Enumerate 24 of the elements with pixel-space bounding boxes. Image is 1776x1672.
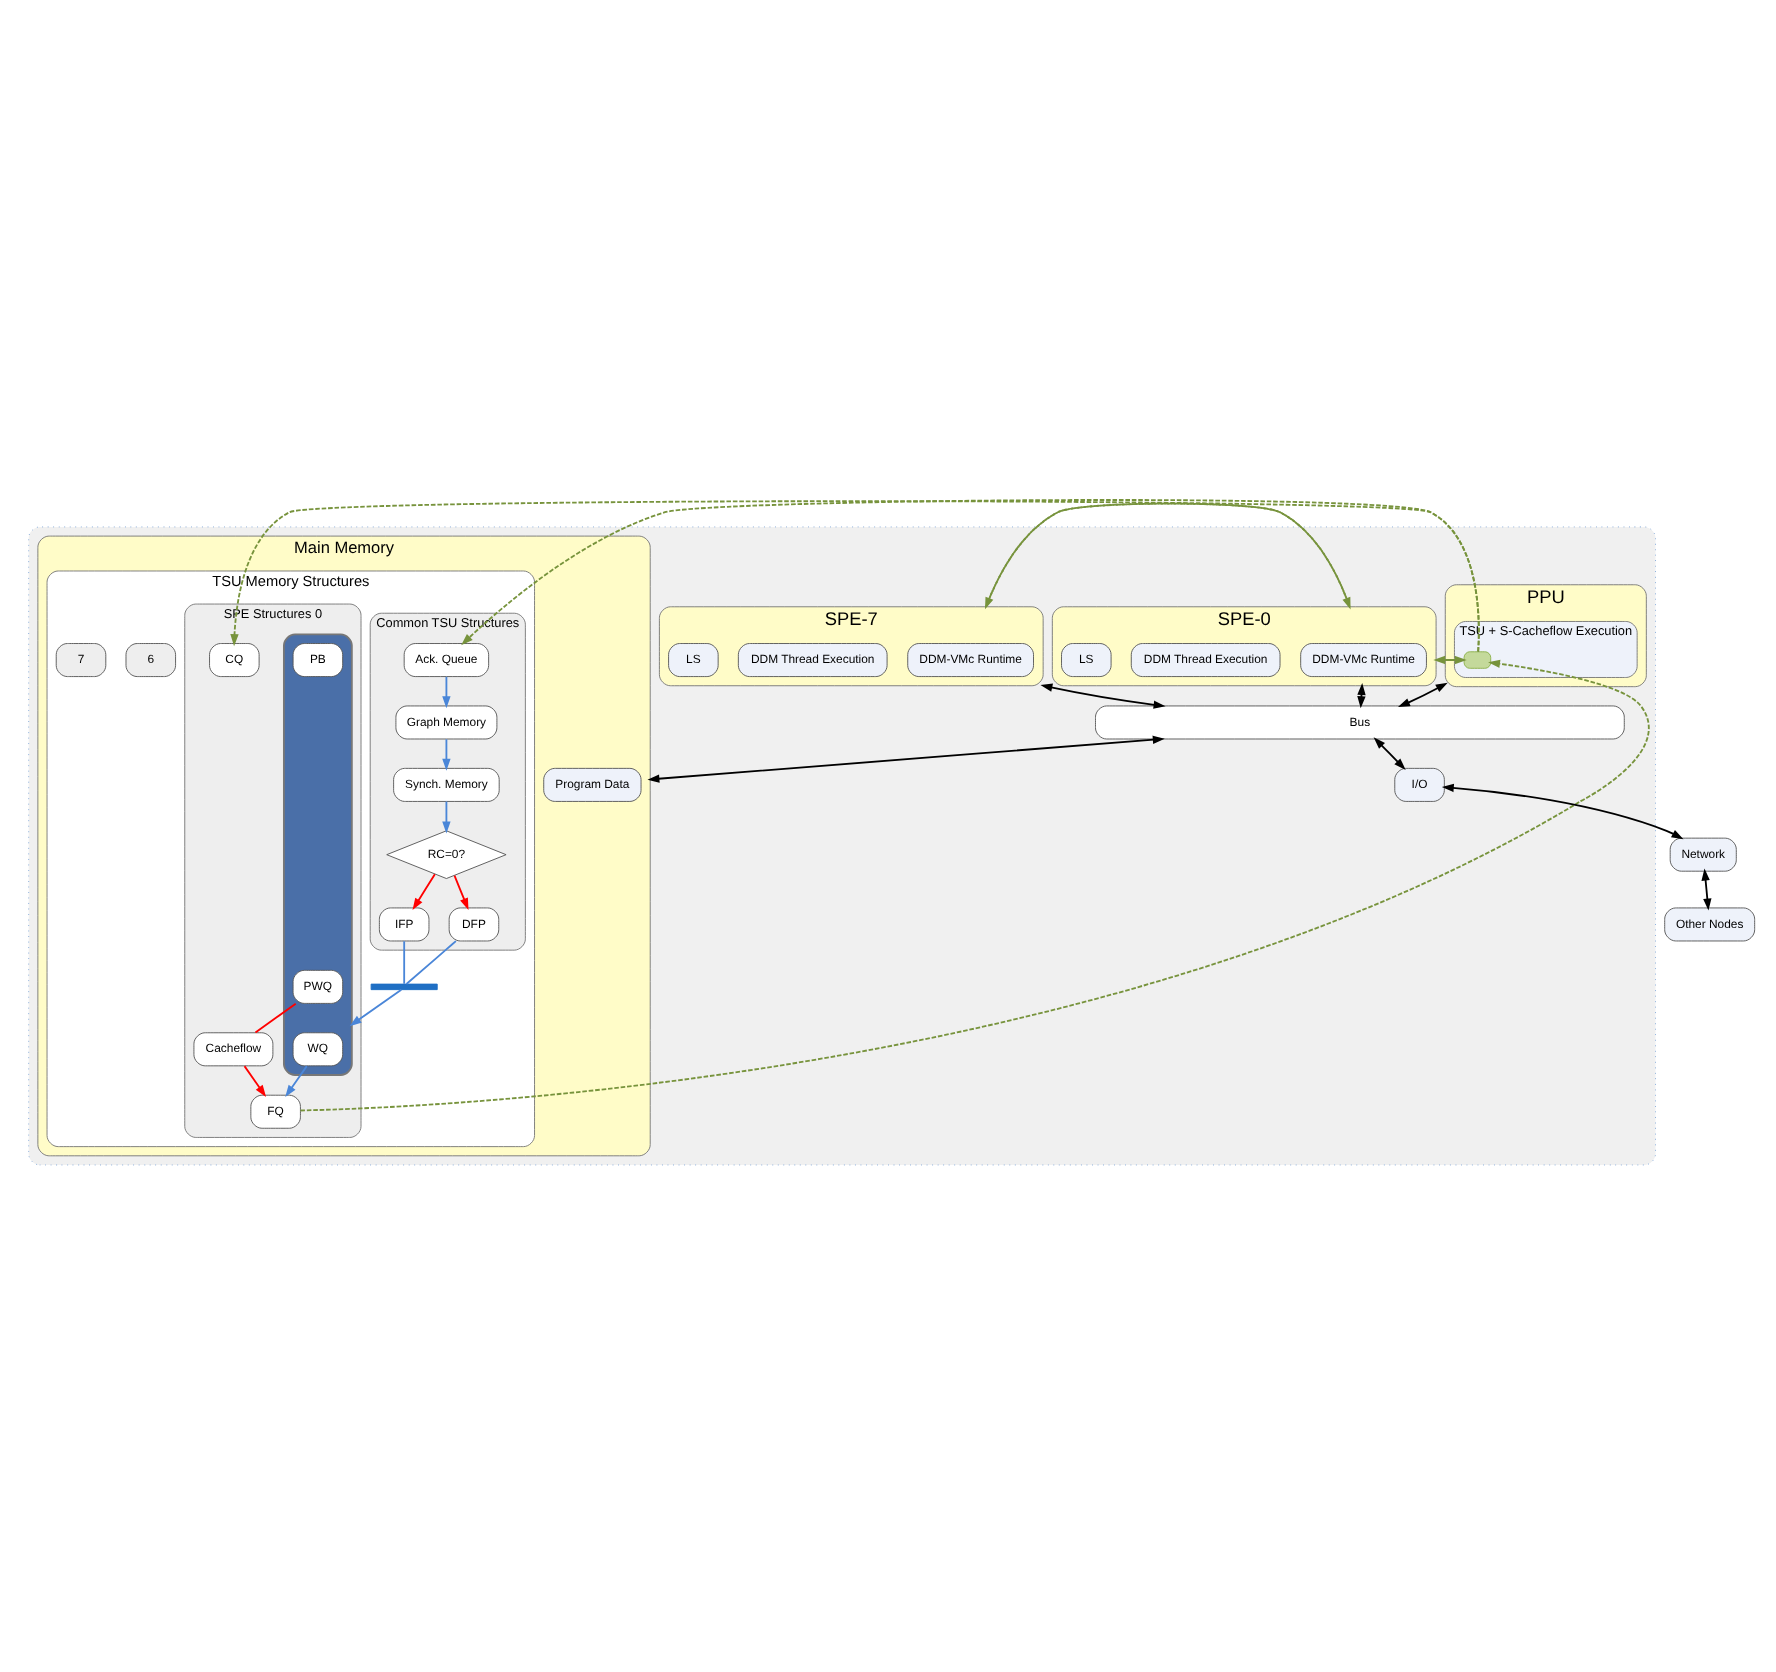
arrow [442, 738, 451, 771]
connector [405, 940, 457, 985]
arrow [442, 675, 451, 709]
arrow [230, 500, 1480, 653]
arrow [1441, 783, 1684, 840]
node-box [1463, 651, 1492, 669]
arrow [1397, 682, 1448, 707]
arrow [1040, 683, 1166, 709]
arrow [412, 873, 436, 911]
arrow [985, 502, 1351, 610]
arrow [285, 1065, 308, 1098]
node-bar [370, 983, 438, 991]
arrow [1701, 868, 1712, 911]
arrow [453, 874, 469, 911]
cluster [283, 633, 353, 1076]
arrow [299, 659, 1650, 1112]
connector [403, 940, 406, 985]
arrow [442, 800, 451, 834]
arrow [243, 1065, 267, 1098]
arrow [647, 735, 1165, 783]
connector [254, 1002, 297, 1034]
cluster [28, 526, 1656, 1166]
arrow [1373, 737, 1406, 770]
arrow [349, 988, 403, 1027]
